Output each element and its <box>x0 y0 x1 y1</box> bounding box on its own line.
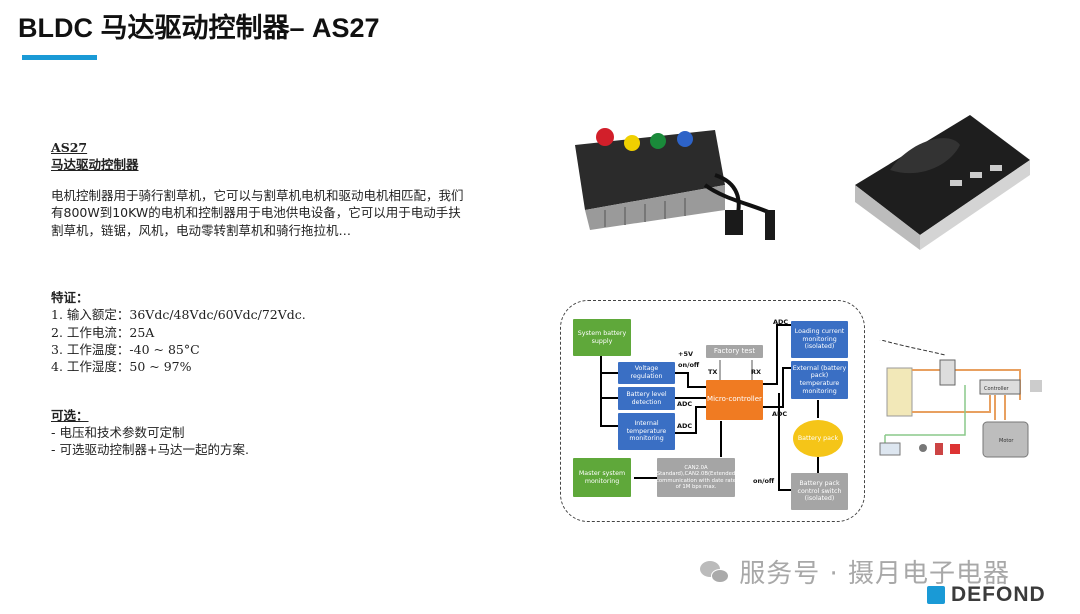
master-monitoring-block: Master system monitoring <box>573 458 631 497</box>
label-onoff: on/off <box>678 361 700 369</box>
voltage-regulation-block: Voltage regulation <box>618 362 675 384</box>
features-title: 特证： <box>51 290 89 305</box>
feature-item: 4. 工作湿度：50 ~ 97% <box>51 359 192 374</box>
wiring-controller-label: Controller <box>984 386 1010 392</box>
defond-logo-icon <box>927 586 945 604</box>
system-battery-supply-block: System battery supply <box>573 319 631 356</box>
external-temp-block: External (battery pack) temperature moni… <box>791 361 848 399</box>
label-onoff: on/off <box>753 477 775 485</box>
option-item: - 可选驱动控制器+马达一起的方案. <box>51 442 249 457</box>
feature-item: 2. 工作电流：25A <box>51 325 155 340</box>
label-adc: ADC <box>677 400 693 408</box>
factory-test-block: Factory test <box>706 345 763 358</box>
controller-photo-sealed <box>855 115 1030 250</box>
logo-text: DEFOND <box>951 583 1046 606</box>
watermark-text: 服务号 · 摄月电子电器 <box>739 559 1011 589</box>
battery-level-block: Battery level detection <box>618 387 675 410</box>
battery-pack-block: Battery pack <box>793 420 843 457</box>
label-tx: TX <box>708 368 718 376</box>
label-adc: ADC <box>772 410 788 418</box>
defond-logo: DEFOND <box>927 583 1046 607</box>
wiring-schematic: Controller Motor <box>879 340 1042 458</box>
feature-item: 3. 工作温度：-40 ~ 85°C <box>51 342 200 357</box>
battery-pack-switch-block: Battery pack control switch (isolated) <box>791 473 848 510</box>
option-item: - 电压和技术参数可定制 <box>51 425 185 440</box>
controller-photo-open-connectors <box>575 128 775 240</box>
product-name: 马达驱动控制器 <box>51 157 139 172</box>
loading-current-block: Loading current monitoring (isolated) <box>791 321 848 358</box>
diagram-arrows <box>600 324 819 491</box>
internal-temp-block: Internal temperature monitoring <box>618 413 675 450</box>
wechat-icon <box>700 561 730 585</box>
options-title: 可选： <box>51 408 89 423</box>
wiring-motor-label: Motor <box>999 438 1014 444</box>
label-adc: ADC <box>773 318 789 326</box>
page-title: BLDC 马达驱动控制器– AS27 <box>18 13 380 43</box>
label-rx: RX <box>751 368 762 376</box>
title-accent-bar <box>22 55 97 60</box>
label-5v: +5V <box>678 350 693 358</box>
feature-item: 1. 输入额定：36Vdc/48Vdc/60Vdc/72Vdc. <box>51 307 306 322</box>
product-description: 电机控制器用于骑行割草机，它可以与割草机电机和驱动电机相匹配，我们有800W到1… <box>51 188 464 238</box>
product-model: AS27 <box>51 140 88 155</box>
wechat-watermark: 服务号 · 摄月电子电器 <box>700 553 1010 590</box>
microcontroller-block: Micro-controller <box>706 380 763 420</box>
block-diagram-frame <box>560 300 865 522</box>
label-adc: ADC <box>677 422 693 430</box>
can-communication-block: CAN2.0A (Standard),CAN2.0B(Extended) com… <box>655 458 737 497</box>
